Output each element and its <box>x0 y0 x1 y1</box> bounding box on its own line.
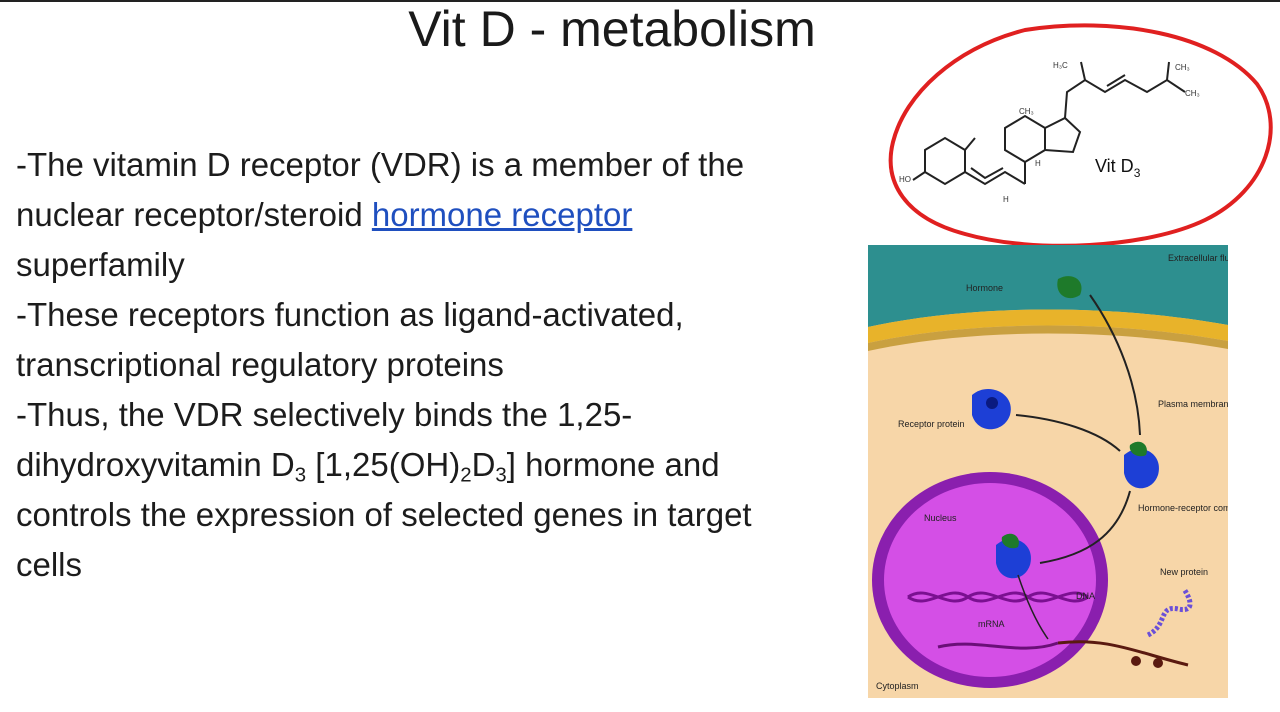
slide-body: -The vitamin D receptor (VDR) is a membe… <box>16 140 756 590</box>
label-new-protein: New protein <box>1160 567 1208 577</box>
top-rule <box>0 0 1280 2</box>
molecule-atom-labels: HO H H H₃C CH₃ CH₃ CH₃ <box>899 61 1200 204</box>
membrane-inner-edge <box>868 325 1228 351</box>
arrow-receptor-binding <box>1015 414 1121 452</box>
svg-text:HO: HO <box>899 175 911 184</box>
label-complex: Hormone-receptor complex <box>1138 503 1228 513</box>
bullet-vdr-binds: -Thus, the VDR selectively binds the 1,2… <box>16 390 756 590</box>
label-hormone: Hormone <box>966 283 1003 293</box>
red-annotation-circle <box>888 23 1273 248</box>
label-mrna: mRNA <box>978 619 1005 629</box>
label-plasma-membrane: Plasma membrane <box>1158 399 1228 409</box>
nucleus <box>884 483 1096 677</box>
label-cytoplasm: Cytoplasm <box>876 681 919 691</box>
complex-hormone <box>1129 441 1147 457</box>
bullet-1-text: -The vitamin D receptor (VDR) is a membe… <box>16 146 745 233</box>
nuclear-complex <box>996 538 1031 579</box>
nuclear-complex-hormone <box>1001 533 1019 549</box>
molecule-skeleton <box>912 61 1186 186</box>
vit-d3-label-sub: 3 <box>1134 166 1141 180</box>
mrna-strand <box>937 641 1059 650</box>
bullet-vdr-member: -The vitamin D receptor (VDR) is a membe… <box>16 140 756 290</box>
bullet-1-end: superfamily <box>16 246 185 283</box>
bullet-3-text: -Thus, the VDR selectively binds the 1,2… <box>16 396 633 483</box>
arrow-nuclear-entry <box>1039 490 1131 564</box>
vitamin-d3-structure: HO H H H₃C CH₃ CH₃ CH₃ Vit D3 <box>885 22 1280 254</box>
svg-text:H: H <box>1035 159 1041 168</box>
svg-text:CH₃: CH₃ <box>1175 63 1190 72</box>
plasma-membrane <box>868 309 1228 343</box>
ribosome-1 <box>1131 656 1141 666</box>
dna-strand-b <box>907 591 1089 603</box>
vit-d3-label: Vit D3 <box>1095 156 1141 180</box>
label-receptor-protein: Receptor protein <box>898 419 965 429</box>
cytoplasm-mrna <box>1057 640 1189 667</box>
label-extracellular: Extracellular fluid <box>1168 253 1228 263</box>
bullet-3-sub-b: 2 <box>460 463 472 487</box>
ribosome-2 <box>1153 658 1163 668</box>
label-dna: DNA <box>1076 591 1095 601</box>
slide-title: Vit D - metabolism <box>408 1 816 57</box>
extracellular-region <box>868 245 1228 327</box>
svg-text:H: H <box>1003 195 1009 204</box>
bullet-3-end: ] hormone and controls the expression of… <box>16 446 752 583</box>
bullet-ligand-activated: -These receptors function as ligand-acti… <box>16 296 684 383</box>
bullet-3-sub-a: 3 <box>294 463 307 487</box>
receptor-pocket <box>986 397 998 409</box>
new-protein-chain <box>1146 587 1193 638</box>
label-nucleus: Nucleus <box>924 513 957 523</box>
receptor-protein <box>972 388 1011 430</box>
svg-text:CH₃: CH₃ <box>1019 107 1034 116</box>
figure-labels: Extracellular fluid Hormone Plasma membr… <box>876 253 1228 691</box>
hormone-receptor-complex <box>1124 448 1159 489</box>
vit-d3-label-text: Vit D <box>1095 156 1134 176</box>
arrow-transcription <box>1017 574 1049 640</box>
hormone-receptor-link[interactable]: hormone receptor <box>371 196 633 233</box>
bullet-3-mid-b: D <box>471 446 496 483</box>
bullet-3-mid-a: [1,25(OH) <box>306 446 461 483</box>
hormone-receptor-diagram: Extracellular fluid Hormone Plasma membr… <box>868 245 1228 698</box>
bullet-3-sub-c: 3 <box>495 463 507 487</box>
hormone-molecule <box>1057 276 1082 299</box>
svg-text:CH₃: CH₃ <box>1185 89 1200 98</box>
arrow-hormone-entry <box>1089 294 1141 436</box>
svg-text:H₃C: H₃C <box>1053 61 1068 70</box>
